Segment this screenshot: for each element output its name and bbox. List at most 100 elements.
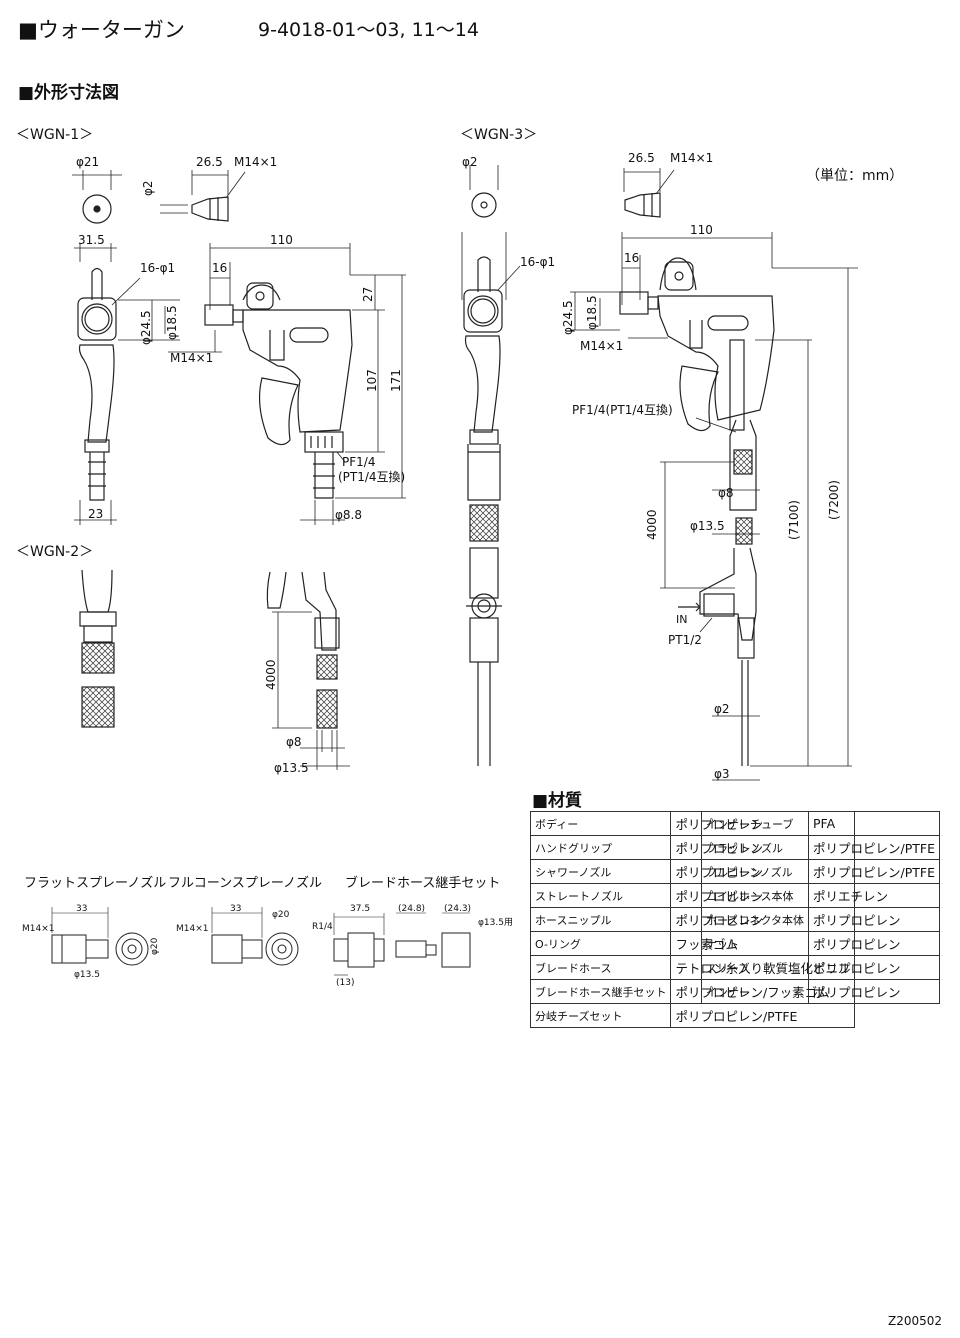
material-row: ナットポリプロピレン [700,931,940,956]
acc-full-d33: 33 [230,904,241,914]
dim-wgn3-d4000: 4000 [645,509,659,540]
material-value: ポリプロピレン/PTFE [670,1003,856,1028]
dim-wgn1-d185: φ18.5 [165,305,179,340]
dim-wgn3-d110: 110 [690,223,713,237]
material-row: コイルホース本体ポリエチレン [700,883,940,908]
material-part: ブレードホース継手セット [529,979,672,1004]
wgn3-front-view [461,232,521,766]
material-row: フルコーンノズルポリプロピレン/PTFE [700,859,940,884]
dim-wgn2-d135: φ13.5 [274,761,309,775]
dim-wgn3-d7200: (7200) [827,480,841,520]
material-value: ポリエチレン [808,883,940,908]
wgn3-nozzle-top-view [623,168,675,218]
variant-label-wgn2: ＜WGN-2＞ [16,544,94,560]
material-value: ポリプロピレン [808,955,940,980]
accessory-braid-label: ブレードホース継手セット [345,876,501,891]
variant-label-wgn3: ＜WGN-3＞ [460,127,538,143]
material-value: ポリプロピレン [808,979,940,1004]
material-part: ストレートノズル [529,883,672,908]
acc-braid-d248: (24.8) [398,904,425,914]
dim-wgn3-pf14pt: PF1/4(PT1/4互換) [572,403,673,417]
accessory-flat-label: フラットスプレーノズル [24,876,167,891]
dim-wgn1-m14: M14×1 [170,351,213,365]
material-value: ポリプロピレン/PTFE [808,859,940,884]
dim-wgn3-d7100: (7100) [787,500,801,540]
dim-wgn3-m14-top: M14×1 [670,151,713,165]
dim-wgn1-d110: 110 [270,233,293,247]
wgn2-side-view [266,571,350,770]
material-part: ブレードホース [529,955,672,980]
acc-braid-d135h: φ13.5用 [478,917,513,928]
acc-full-d20: φ20 [272,910,290,920]
material-part: コイルホース本体 [700,883,810,908]
dim-wgn1-pf14: PF1/4 [342,455,375,469]
dim-wgn1-d245: φ24.5 [139,310,153,345]
dim-wgn3-m14: M14×1 [580,339,623,353]
material-row: 分岐チーズセットポリプロピレン/PTFE [529,1003,856,1028]
section-title: ■外形寸法図 [18,83,120,103]
material-part: ナット [700,931,810,956]
variant-label-wgn1: ＜WGN-1＞ [16,127,94,143]
acc-flat-d135: φ13.5 [74,970,100,980]
dimension-drawing: φ21 φ2 26.5 M14×1 31.5 110 16 16-φ1 27 φ… [72,151,858,781]
material-row: スリーブポリプロピレン [700,955,940,980]
acc-flat-m14: M14×1 [22,924,54,934]
dim-wgn1-d16: 16 [212,261,227,275]
dim-wgn3-d16: 16 [624,251,639,265]
material-row: フラットノズルポリプロピレン/PTFE [700,835,940,860]
material-part: スリーブ [700,955,810,980]
wgn1-nozzle-top-view [160,170,246,222]
wgn1-front-top-view [72,170,122,224]
material-part: フラットノズル [700,835,810,860]
wgn3-front-top-view [469,165,499,218]
acc-full-m14: M14×1 [176,924,208,934]
material-row: インナーポリプロピレン [700,979,940,1004]
dim-wgn3-d135: φ13.5 [690,519,725,533]
dim-wgn3-pt12: PT1/2 [668,633,702,647]
footer-code: Z200502 [887,1314,942,1328]
dim-wgn1-d171: 171 [389,369,403,392]
material-part: ハンドグリップ [529,835,672,860]
dim-wgn1-pt14: (PT1/4互換) [338,470,405,484]
dim-wgn1-hole: 16-φ1 [140,261,175,275]
wgn1-side-view [168,243,406,525]
material-part: インナー [700,979,810,1004]
dim-wgn1-d107: 107 [365,369,379,392]
dim-wgn1-d315: 31.5 [78,233,105,247]
material-value: ポリプロピレン [808,907,940,932]
acc-braid-d375: 37.5 [350,904,370,914]
unit-note: （単位：mm） [806,168,904,184]
accessories-drawing: M14×1 33 φ13.5 φ20 M14×1 33 φ20 R1/4 37.… [22,904,513,988]
acc-flat-d33: 33 [76,904,87,914]
material-part: シャワーノズル [529,859,672,884]
material-part: ホースコネクタ本体 [700,907,810,932]
material-value: ポリプロピレン/PTFE [808,835,940,860]
materials-title: ■材質 [532,791,583,811]
material-part: ホースニップル [529,907,672,932]
material-part: フルコーンノズル [700,859,810,884]
dim-wgn2-d8: φ8 [286,735,302,749]
material-row: ホースコネクタ本体ポリプロピレン [700,907,940,932]
dim-wgn3-d265: 26.5 [628,151,655,165]
wgn2-front-view [79,569,117,728]
material-value: PFA [808,811,940,836]
dim-wgn2-d4000: 4000 [264,659,278,690]
dim-wgn1-d21: φ21 [76,155,99,169]
acc-braid-r14: R1/4 [312,922,333,932]
acc-flat-d20: φ20 [150,937,160,955]
dim-wgn1-d27: 27 [361,287,375,302]
dim-wgn3-d3: φ3 [714,767,730,781]
dim-wgn3-d8: φ8 [718,486,734,500]
model-numbers: 9-4018-01～03, 11～14 [258,19,479,41]
wgn1-front-view [74,243,180,525]
dim-wgn1-d2: φ2 [141,180,155,196]
dim-wgn1-d265: 26.5 [196,155,223,169]
dim-wgn3-d245: φ24.5 [561,300,575,335]
wgn3-side-view [570,232,858,781]
material-part: O-リング [529,931,672,956]
dim-wgn3-d185: φ18.5 [585,295,599,330]
material-part: 分岐チーズセット [529,1003,672,1028]
acc-braid-d243: (24.3) [444,904,471,914]
